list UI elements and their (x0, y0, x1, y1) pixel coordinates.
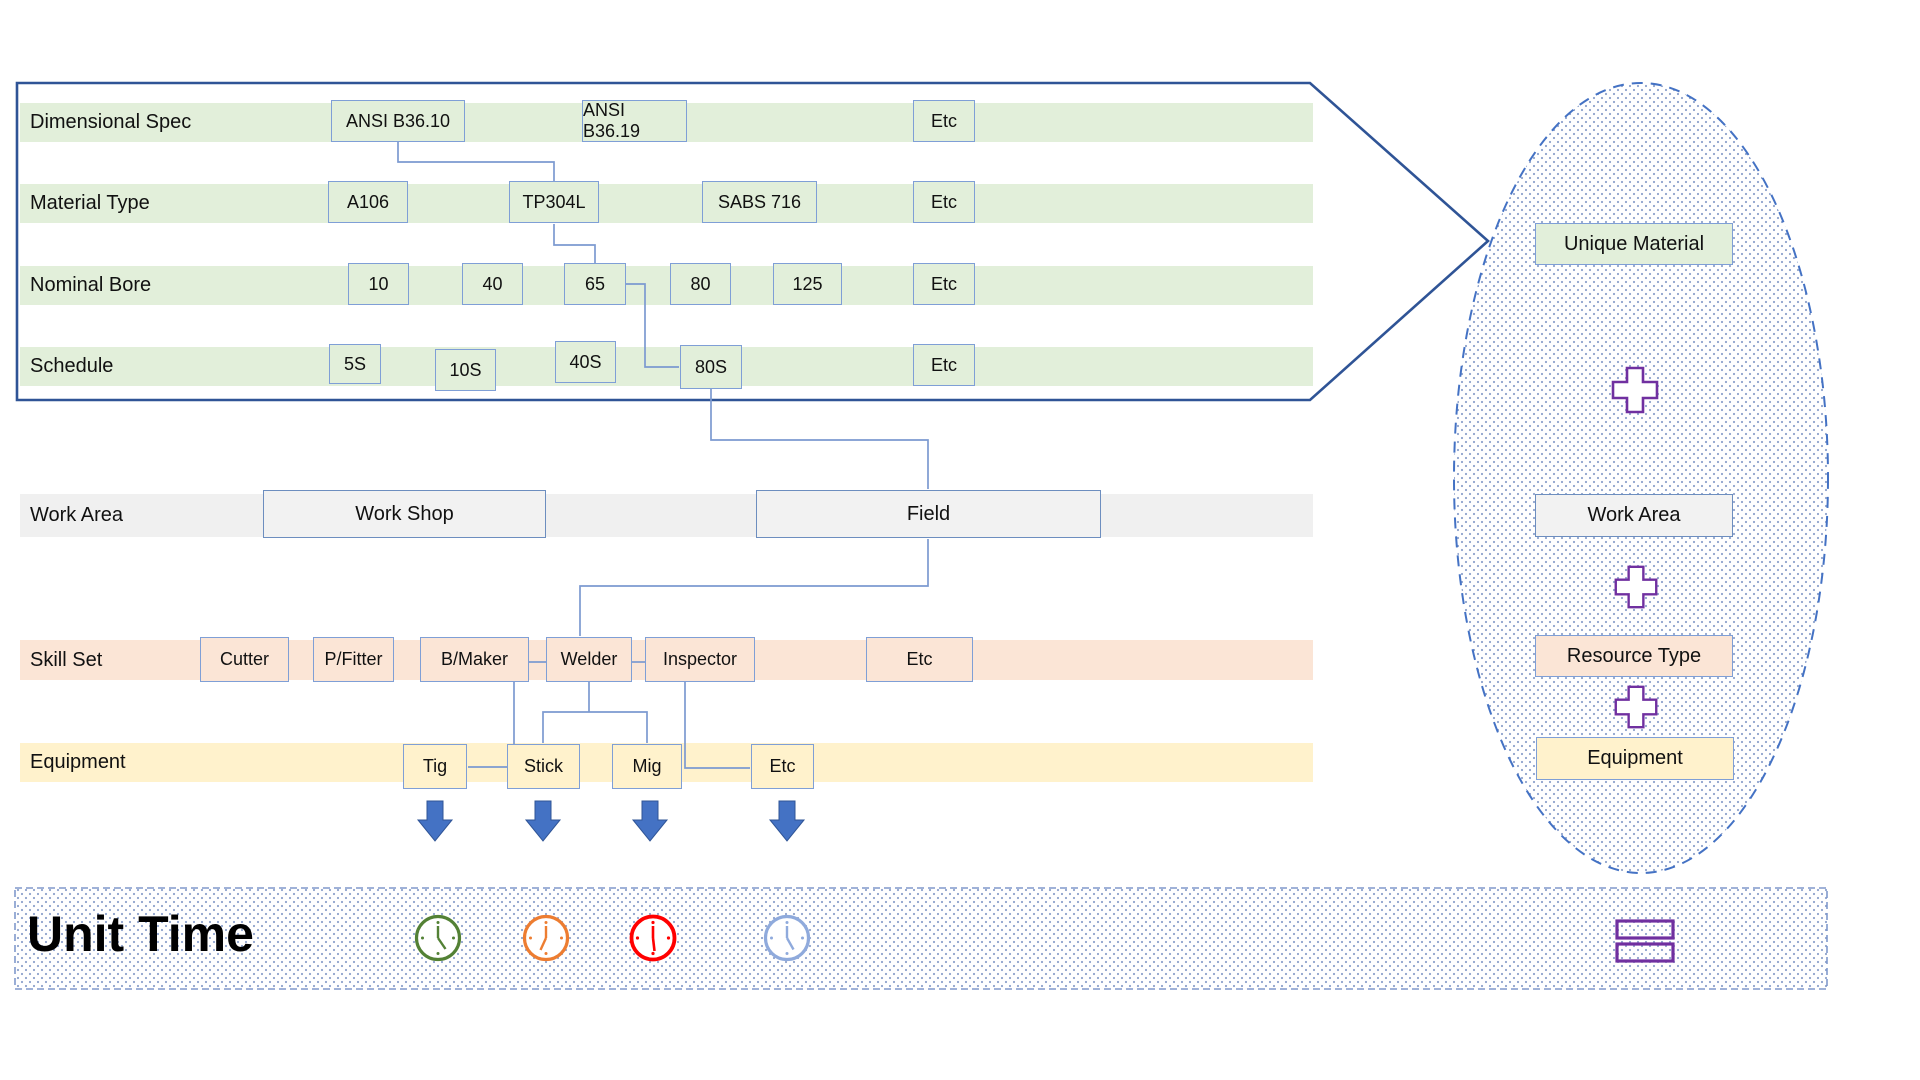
plus-icon (1614, 565, 1658, 609)
summary-box-resource-type: Resource Type (1535, 635, 1733, 677)
equipment-box-tig: Tig (403, 744, 467, 789)
bore-box-etc: Etc (913, 263, 975, 305)
bore-box-125: 125 (773, 263, 842, 305)
connector-field-welder (579, 539, 929, 636)
clock-orange-icon (522, 914, 570, 962)
material-box-tp304l: TP304L (509, 181, 599, 223)
summary-box-work-area: Work Area (1535, 494, 1733, 537)
equipment-box-etc: Etc (751, 744, 814, 789)
bore-box-80: 80 (670, 263, 731, 305)
skill-box-inspector: Inspector (645, 637, 755, 682)
clock-red-icon (629, 914, 677, 962)
summary-box-unique-material: Unique Material (1535, 223, 1733, 265)
row-label-nominal-bore: Nominal Bore (30, 274, 152, 296)
schedule-box-etc: Etc (913, 344, 975, 386)
down-arrow-icon (631, 800, 669, 842)
connector-80s-field (710, 389, 929, 489)
skill-box-welder: Welder (546, 637, 632, 682)
connector-tp304l-65 (553, 224, 596, 263)
connector-65-80s (626, 283, 679, 368)
material-box-etc: Etc (913, 181, 975, 223)
skill-box-bmaker: B/Maker (420, 637, 529, 682)
row-label-schedule: Schedule (30, 355, 114, 377)
band-nominal-bore (20, 266, 1313, 305)
connector-welder-stick-mig (542, 682, 648, 743)
row-label-dimensional-spec: Dimensional Spec (30, 111, 192, 133)
skill-box-pfitter: P/Fitter (313, 637, 394, 682)
schedule-box-80s: 80S (680, 345, 742, 389)
equals-icon (1615, 919, 1675, 963)
unit-time-title: Unit Time (27, 906, 254, 962)
down-arrow-icon (524, 800, 562, 842)
skill-box-etc: Etc (866, 637, 973, 682)
spec-box-etc: Etc (913, 100, 975, 142)
clock-green-icon (414, 914, 462, 962)
down-arrow-icon (416, 800, 454, 842)
workarea-box-field: Field (756, 490, 1101, 538)
schedule-box-40s: 40S (555, 341, 616, 383)
spec-box-ansi-b3610: ANSI B36.10 (331, 100, 465, 142)
equipment-box-stick: Stick (507, 744, 580, 789)
down-arrow-icon (768, 800, 806, 842)
connector-b3610-tp304l (397, 142, 555, 181)
band-material-type (20, 184, 1313, 223)
row-label-skill-set: Skill Set (30, 648, 103, 671)
equipment-box-mig: Mig (612, 744, 682, 789)
connector-inspector-etc (684, 682, 750, 769)
process-chevron-outline (15, 81, 1490, 402)
bore-box-65: 65 (564, 263, 626, 305)
skill-box-cutter: Cutter (200, 637, 289, 682)
schedule-box-5s: 5S (329, 344, 381, 384)
material-box-sabs716: SABS 716 (702, 181, 817, 223)
workarea-box-workshop: Work Shop (263, 490, 546, 538)
bore-box-10: 10 (348, 263, 409, 305)
clock-blue-icon (763, 914, 811, 962)
plus-icon (1614, 685, 1658, 729)
plus-icon (1611, 366, 1659, 414)
material-box-a106: A106 (328, 181, 408, 223)
unit-time-band (14, 887, 1828, 990)
bore-box-40: 40 (462, 263, 523, 305)
row-label-work-area: Work Area (30, 504, 123, 526)
schedule-box-10s: 10S (435, 349, 496, 391)
row-label-equipment: Equipment (30, 751, 126, 773)
summary-box-equipment: Equipment (1536, 737, 1734, 780)
spec-box-ansi-b3619: ANSI B36.19 (582, 100, 687, 142)
row-label-material-type: Material Type (30, 192, 150, 214)
